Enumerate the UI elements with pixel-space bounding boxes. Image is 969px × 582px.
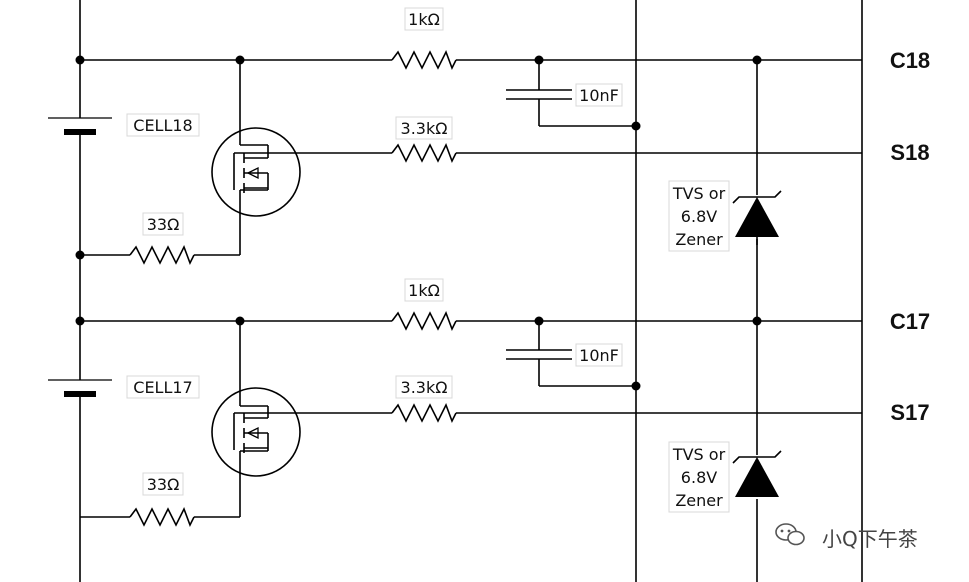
- r-gate-label-18: 3.3kΩ: [401, 119, 448, 138]
- wechat-icon: [775, 523, 805, 546]
- resistor-3k3-17: [391, 403, 457, 423]
- tvs-label-17-line1: TVS or: [672, 445, 726, 464]
- cap-label-18: 10nF: [579, 86, 619, 105]
- zener-diode-17: [732, 450, 782, 499]
- r-bal-label-18: 33Ω: [147, 215, 180, 234]
- capacitor-17: [506, 349, 572, 360]
- tvs-label-17-line2: 6.8V: [681, 468, 717, 487]
- watermark-text: 小Q下午茶: [822, 527, 918, 551]
- resistor-33-18: [129, 245, 195, 265]
- net-label-s17: S17: [890, 400, 929, 425]
- net-label-c18: C18: [890, 48, 930, 73]
- capacitor-18: [506, 89, 572, 100]
- labels-stage17: 1kΩ 3.3kΩ 33Ω 10nF CELL17 TVS or 6.8V Ze…: [126, 278, 730, 513]
- junction-dots: [75, 55, 762, 391]
- r-sense-label-17: 1kΩ: [408, 281, 440, 300]
- tvs-label-18-line1: TVS or: [672, 184, 726, 203]
- battery-cell17: [48, 379, 112, 397]
- labels-stage18: 1kΩ 3.3kΩ 33Ω 10nF CELL18 TVS or 6.8V Ze…: [126, 7, 730, 252]
- battery-cell18: [48, 117, 112, 135]
- resistor-33-17: [129, 507, 195, 527]
- cap-label-17: 10nF: [579, 346, 619, 365]
- r-sense-label-18: 1kΩ: [408, 10, 440, 29]
- watermark: 小Q下午茶: [775, 523, 918, 551]
- r-bal-label-17: 33Ω: [147, 475, 180, 494]
- zener-diode-18: [732, 190, 782, 245]
- net-label-s18: S18: [890, 140, 929, 165]
- tvs-label-18-line2: 6.8V: [681, 207, 717, 226]
- tvs-label-18-line3: Zener: [675, 230, 723, 249]
- mosfet-17: [211, 387, 301, 477]
- resistor-1k-17: [391, 311, 457, 331]
- cell-label-18: CELL18: [133, 116, 192, 135]
- mosfet-18: [211, 127, 301, 217]
- net-label-c17: C17: [890, 309, 930, 334]
- resistor-1k-18: [391, 50, 457, 70]
- cell-label-17: CELL17: [133, 378, 192, 397]
- resistor-3k3-18: [391, 143, 457, 163]
- net-labels: C18 S18 C17 S17: [890, 48, 930, 425]
- tvs-label-17-line3: Zener: [675, 491, 723, 510]
- r-gate-label-17: 3.3kΩ: [401, 378, 448, 397]
